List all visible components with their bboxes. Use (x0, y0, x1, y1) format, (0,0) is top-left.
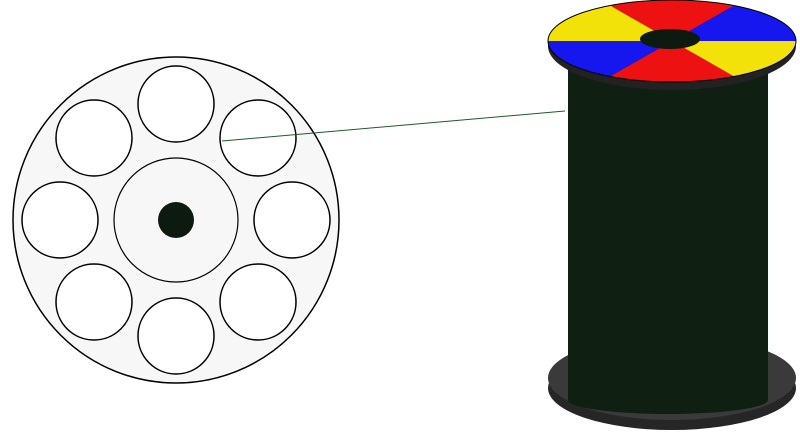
outer-fiber (55, 99, 133, 177)
outer-fiber (253, 181, 331, 259)
top-flange-sector (610, 0, 734, 41)
wound-cable-bottom-edge (568, 386, 768, 414)
outer-fiber (219, 263, 297, 341)
top-flange-outline (547, 0, 797, 83)
top-flange-sector (610, 41, 734, 82)
wound-cable-body (568, 66, 768, 400)
outer-fiber-group (21, 65, 331, 375)
cable-spool (547, 0, 797, 430)
outer-fiber (21, 181, 99, 259)
leader-line (221, 110, 566, 142)
spindle-hole (640, 29, 700, 49)
cable-cross-section (12, 56, 340, 384)
outer-fiber (55, 263, 133, 341)
outer-fiber (137, 65, 215, 143)
central-strength-rod (158, 202, 194, 238)
outer-fiber (137, 297, 215, 375)
